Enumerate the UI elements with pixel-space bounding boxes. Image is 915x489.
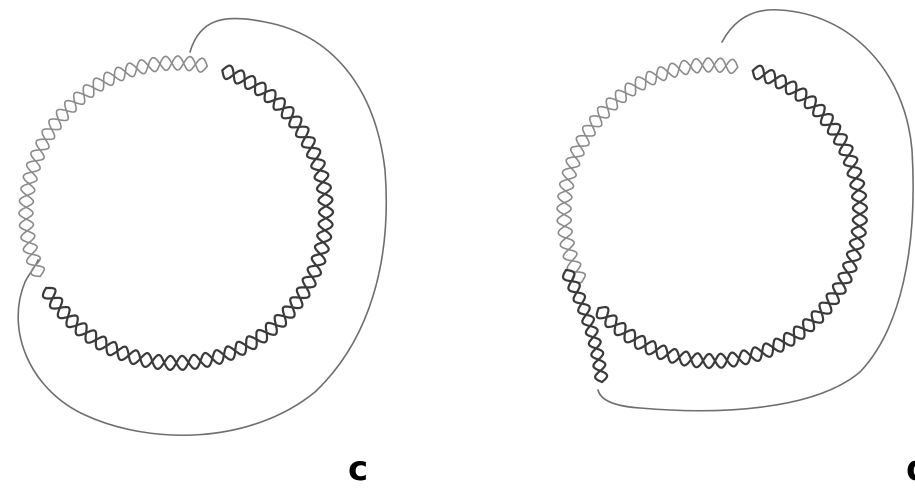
panel-label-d: d bbox=[906, 452, 915, 486]
panel-label-c: c bbox=[348, 452, 368, 486]
